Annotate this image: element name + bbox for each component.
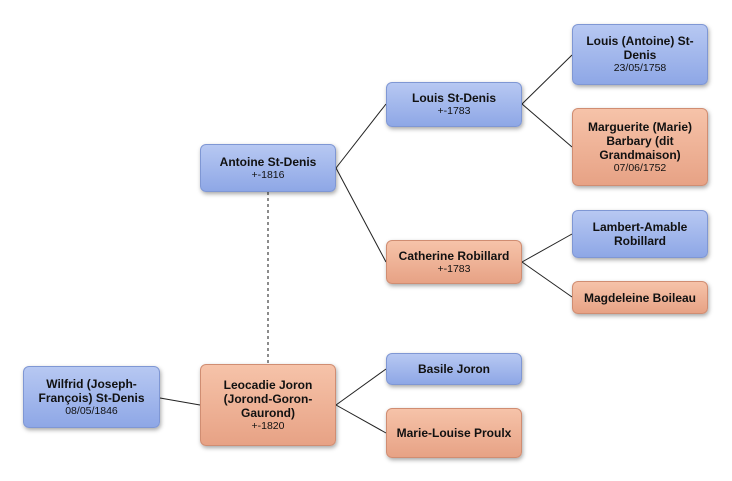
connector-leocadie-basile — [335, 368, 387, 406]
connector-antoine-catherine — [335, 167, 387, 263]
person-date: +-1816 — [251, 168, 285, 181]
connector-louis-louis-antoine — [521, 54, 573, 105]
person-catherine[interactable]: Catherine Robillard +-1783 — [386, 240, 522, 284]
person-marie-louise[interactable]: Marie-Louise Proulx — [386, 408, 522, 458]
person-name: Lambert-Amable Robillard — [592, 220, 688, 248]
connector-catherine-magdeleine — [521, 261, 573, 298]
person-date: 08/05/1846 — [65, 404, 118, 417]
connector-leocadie-marie-louise — [335, 404, 387, 434]
person-leocadie[interactable]: Leocadie Joron (Jorond-Goron-Gaurond) +-… — [200, 364, 336, 446]
connector-catherine-lambert — [521, 233, 573, 263]
person-name: Louis St-Denis — [411, 91, 496, 105]
person-name: Marie-Louise Proulx — [396, 426, 512, 440]
connector-louis-marguerite — [521, 103, 573, 148]
person-name: Louis (Antoine) St-Denis — [586, 34, 694, 62]
connector-antoine-louis — [335, 103, 387, 169]
person-name: Antoine St-Denis — [219, 154, 317, 169]
person-name: Magdeleine Boileau — [583, 290, 697, 305]
person-date: 23/05/1758 — [613, 62, 667, 74]
person-date: +-1783 — [437, 105, 471, 117]
person-date: 07/06/1752 — [613, 161, 667, 174]
person-date: +-1783 — [437, 262, 471, 275]
person-louis-antoine[interactable]: Louis (Antoine) St-Denis 23/05/1758 — [572, 24, 708, 85]
person-lambert[interactable]: Lambert-Amable Robillard — [572, 210, 708, 258]
person-marguerite[interactable]: Marguerite (Marie) Barbary (dit Grandmai… — [572, 108, 708, 186]
person-name: Catherine Robillard — [398, 248, 510, 263]
person-name: Leocadie Joron (Jorond-Goron-Gaurond) — [223, 377, 313, 420]
person-antoine[interactable]: Antoine St-Denis +-1816 — [200, 144, 336, 192]
person-basile[interactable]: Basile Joron — [386, 353, 522, 385]
person-name: Wilfrid (Joseph-François) St-Denis — [38, 376, 145, 405]
person-name: Marguerite (Marie) Barbary (dit Grandmai… — [587, 119, 693, 162]
person-louis[interactable]: Louis St-Denis +-1783 — [386, 82, 522, 127]
person-wilfrid[interactable]: Wilfrid (Joseph-François) St-Denis 08/05… — [23, 366, 160, 428]
person-date: +-1820 — [251, 419, 285, 432]
person-name: Basile Joron — [417, 362, 491, 376]
connector-wilfrid-leocadie — [159, 397, 201, 406]
person-magdeleine[interactable]: Magdeleine Boileau — [572, 281, 708, 314]
